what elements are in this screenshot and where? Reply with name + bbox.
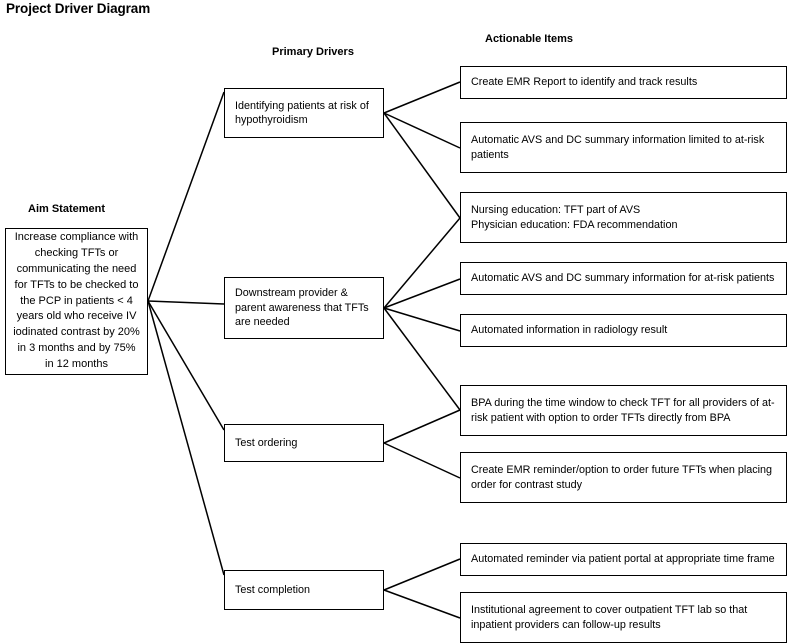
heading-actionable-items: Actionable Items [485, 33, 574, 45]
driver-label-awareness: Downstream provider & parent awareness t… [235, 287, 369, 329]
action-label-emr-report: Create EMR Report to identify and track … [471, 76, 698, 89]
action-box-emr-reminder[interactable]: Create EMR reminder/option to order futu… [460, 452, 787, 503]
connector-aim-to-test-ordering [147, 300, 225, 431]
driver-box-test-ordering[interactable]: Test ordering [224, 424, 384, 462]
action-box-education[interactable]: Nursing education: TFT part of AVS Physi… [460, 192, 787, 243]
connector-awareness-to-education [383, 217, 461, 309]
action-label-bpa: BPA during the time window to check TFT … [471, 397, 775, 424]
action-label-institutional-agreement: Institutional agreement to cover outpati… [471, 604, 748, 631]
action-box-emr-report[interactable]: Create EMR Report to identify and track … [460, 66, 787, 99]
action-label-education: Nursing education: TFT part of AVS Physi… [471, 204, 678, 231]
connector-aim-to-identifying [147, 91, 225, 302]
heading-aim-statement: Aim Statement [28, 203, 106, 215]
driver-label-test-completion: Test completion [235, 583, 311, 596]
connector-test-ordering-to-bpa [383, 409, 461, 444]
connector-test-ordering-to-emr-reminder [383, 442, 461, 479]
aim-statement-text: Increase compliance with checking TFTs o… [13, 230, 140, 371]
heading-primary-drivers: Primary Drivers [272, 46, 354, 58]
driver-box-identifying[interactable]: Identifying patients at risk of hypothyr… [224, 88, 384, 138]
connector-test-completion-to-portal-reminder [383, 558, 461, 591]
page-title: Project Driver Diagram [6, 1, 151, 16]
driver-box-test-completion[interactable]: Test completion [224, 570, 384, 610]
connector-identifying-to-avs-dc-limited [383, 112, 461, 149]
connector-test-completion-to-institutional-agreement [383, 589, 461, 619]
action-label-portal-reminder: Automated reminder via patient portal at… [471, 553, 775, 566]
connector-aim-to-awareness [147, 300, 225, 305]
connector-awareness-to-radiology-info [383, 307, 461, 332]
driver-box-awareness[interactable]: Downstream provider & parent awareness t… [224, 277, 384, 339]
action-label-avs-dc-atrisk: Automatic AVS and DC summary information… [471, 272, 775, 285]
action-box-institutional-agreement[interactable]: Institutional agreement to cover outpati… [460, 592, 787, 643]
connector-identifying-to-education [383, 112, 461, 219]
connector-awareness-to-avs-dc-atrisk [383, 278, 461, 309]
action-box-avs-dc-limited[interactable]: Automatic AVS and DC summary information… [460, 122, 787, 173]
action-label-avs-dc-limited: Automatic AVS and DC summary information… [471, 134, 765, 161]
driver-label-test-ordering: Test ordering [235, 436, 298, 449]
action-box-radiology-info[interactable]: Automated information in radiology resul… [460, 314, 787, 347]
connector-identifying-to-emr-report [383, 81, 461, 114]
connector-aim-to-test-completion [147, 300, 225, 576]
action-box-avs-dc-atrisk[interactable]: Automatic AVS and DC summary information… [460, 262, 787, 295]
action-label-radiology-info: Automated information in radiology resul… [471, 324, 668, 337]
action-box-bpa[interactable]: BPA during the time window to check TFT … [460, 385, 787, 436]
action-label-emr-reminder: Create EMR reminder/option to order futu… [471, 464, 773, 491]
connector-awareness-to-bpa [383, 307, 461, 411]
action-box-portal-reminder[interactable]: Automated reminder via patient portal at… [460, 543, 787, 576]
aim-statement-box[interactable]: Increase compliance with checking TFTs o… [5, 228, 148, 375]
driver-label-identifying: Identifying patients at risk of hypothyr… [235, 99, 369, 126]
